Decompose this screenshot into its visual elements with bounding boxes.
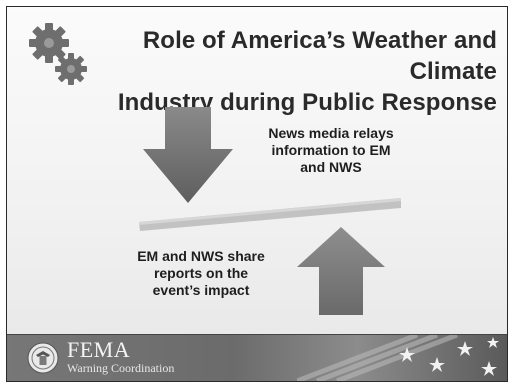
upper-caption: News media relays information to EM and … (251, 125, 411, 176)
footer-banner: FEMA Warning Coordination (7, 334, 507, 381)
upper-caption-line: information to EM (271, 142, 391, 158)
flag-stars-graphic (297, 335, 499, 381)
fema-logo-text: FEMA (67, 337, 131, 362)
lower-caption-line: event’s impact (152, 282, 250, 298)
upper-caption-line: News media relays (268, 125, 394, 141)
slide: Role of America’s Weather and Climate In… (6, 6, 508, 382)
slide-title: Role of America’s Weather and Climate In… (87, 25, 497, 118)
seesaw-bar (139, 198, 401, 231)
gears-icon (29, 23, 87, 85)
title-line-1: Role of America’s Weather and Climate (142, 27, 497, 85)
lower-caption: EM and NWS share reports on the event’s … (117, 248, 285, 299)
dhs-seal-icon (27, 342, 59, 374)
lower-caption-line: EM and NWS share (137, 248, 265, 264)
arrow-up-icon (297, 227, 385, 315)
footer-subtitle: Warning Coordination (67, 361, 175, 375)
arrow-down-icon (143, 107, 233, 203)
lower-caption-line: reports on the (153, 265, 249, 281)
upper-caption-line: and NWS (300, 159, 362, 175)
